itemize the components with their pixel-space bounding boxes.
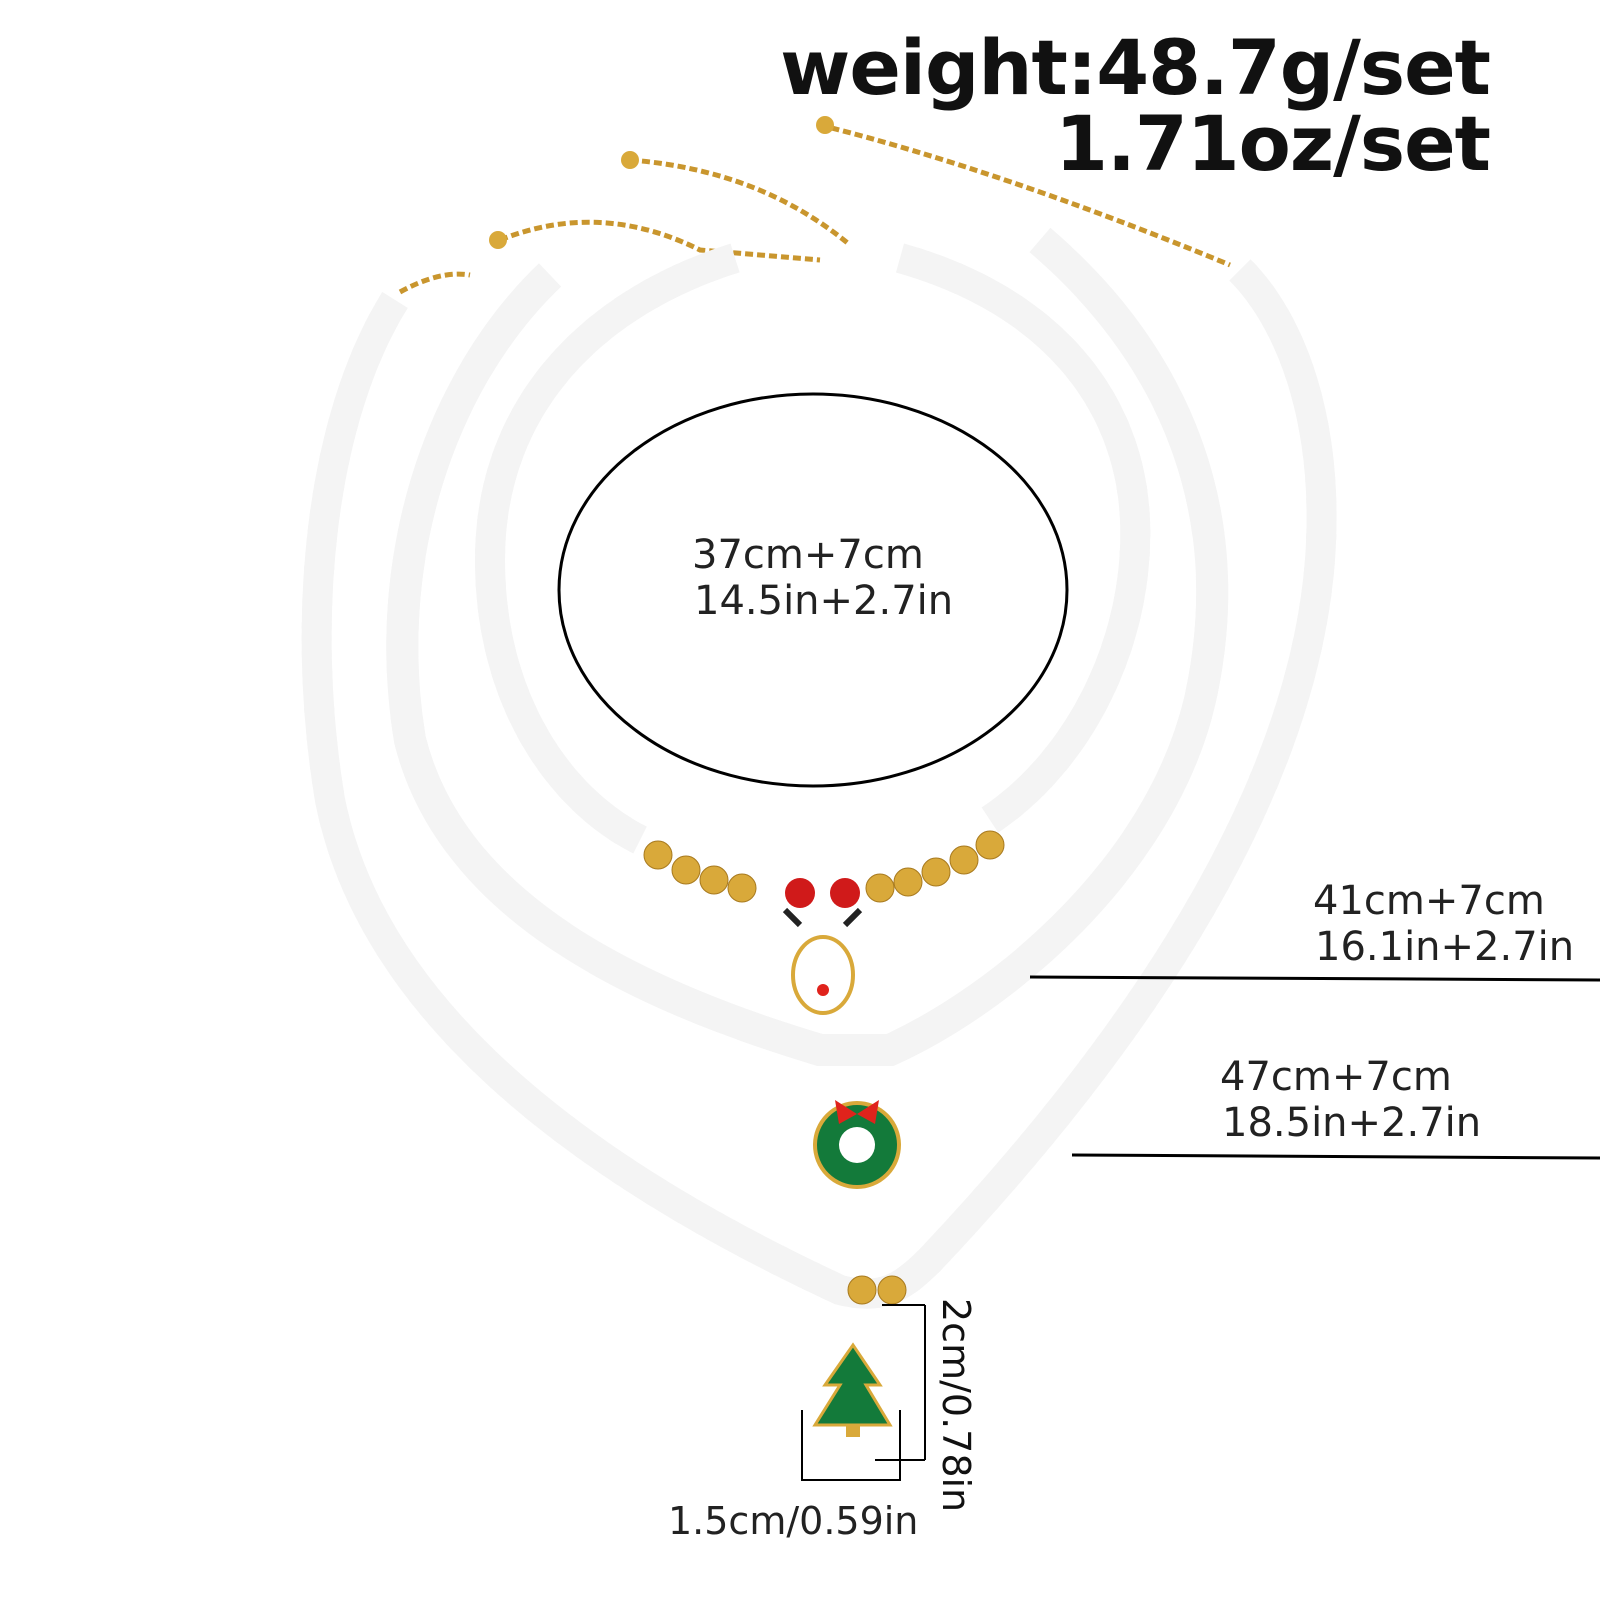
- weight-ounces: 1.71oz/set: [1055, 99, 1491, 188]
- red-beads: [785, 878, 860, 908]
- pendant-height: 2cm/0.78in: [934, 1298, 978, 1513]
- chain-end-beads: [489, 116, 834, 249]
- medium-necklace-measure-line: [1029, 975, 1600, 982]
- reindeer-pendant: [782, 907, 863, 1015]
- long-length-in: 18.5in+2.7in: [1222, 1100, 1482, 1146]
- extender-chains: [398, 122, 1231, 295]
- gold-beads: [643, 830, 1005, 1305]
- long-necklace-measure-line: [1071, 1153, 1600, 1160]
- weight-grams: weight:48.7g/set: [780, 23, 1491, 112]
- tree-pendant: [812, 1342, 893, 1437]
- short-necklace-measure-ellipse: [557, 392, 1069, 788]
- pendant-size-brackets: [801, 1304, 926, 1481]
- short-length-cm: 37cm+7cm: [692, 532, 924, 578]
- medium-necklace: [402, 240, 1212, 1066]
- short-necklace: [474, 258, 1135, 840]
- medium-length-cm: 41cm+7cm: [1313, 878, 1545, 924]
- long-length-cm: 47cm+7cm: [1220, 1054, 1452, 1100]
- wreath-pendant: [813, 1100, 901, 1189]
- short-length-in: 14.5in+2.7in: [694, 578, 954, 624]
- pendant-width: 1.5cm/0.59in: [668, 1499, 919, 1543]
- medium-length-in: 16.1in+2.7in: [1315, 924, 1575, 970]
